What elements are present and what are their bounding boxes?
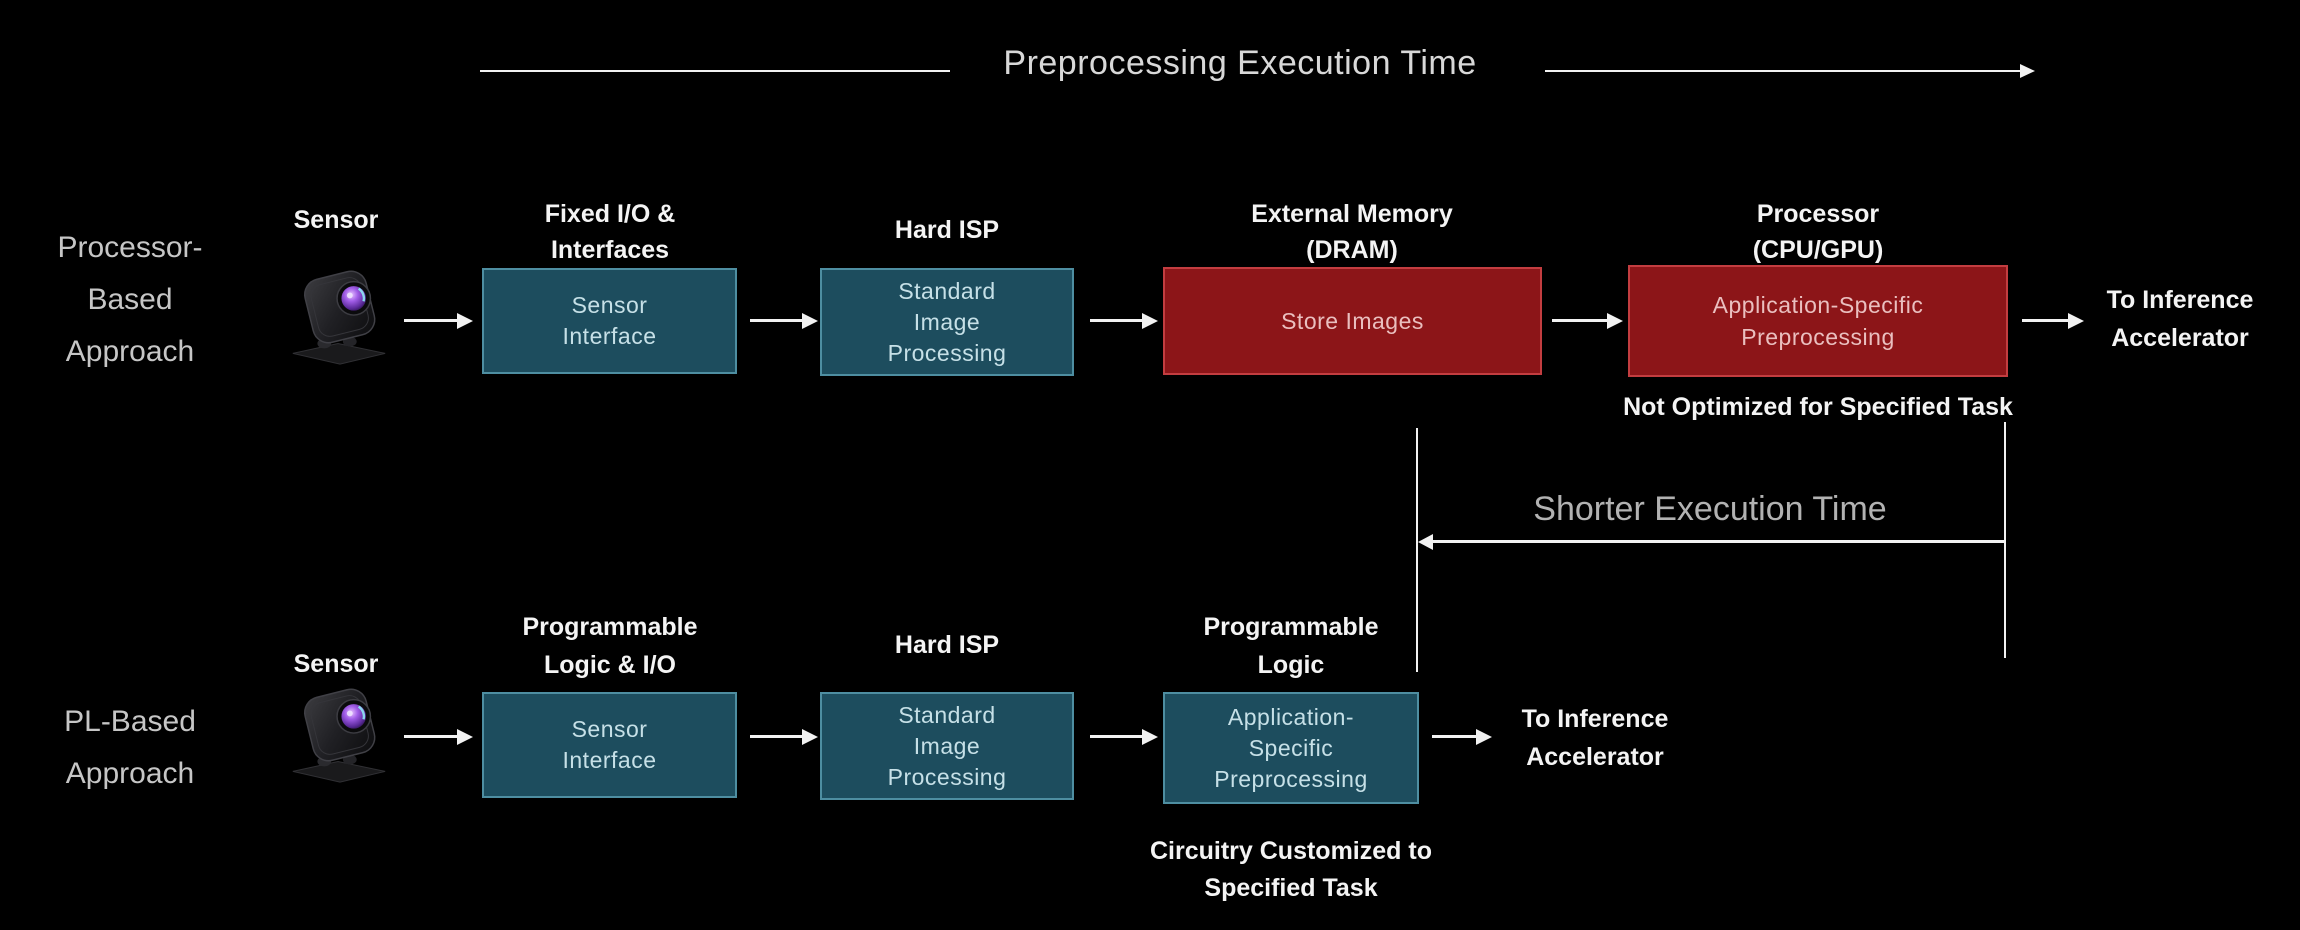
row1-stage1-header: Fixed I/O & Interfaces xyxy=(544,200,676,264)
row2-sensor-label: Sensor xyxy=(293,650,379,678)
row1-store-images-box: Store Images xyxy=(1163,267,1542,375)
flow-arrow xyxy=(750,728,818,745)
row1-stage4-header: Processor (CPU/GPU) xyxy=(1752,200,1884,264)
row1-to-inference-accelerator-label: To Inference Accelerator xyxy=(2106,286,2254,352)
row1-stage3-header: External Memory (DRAM) xyxy=(1251,200,1453,264)
flow-arrow xyxy=(750,312,818,329)
flow-arrow xyxy=(1090,312,1158,329)
row1-approach-label: Processor- Based Approach xyxy=(57,231,203,368)
title-arrow-left-segment xyxy=(480,70,950,72)
flow-arrow xyxy=(404,728,473,745)
row2-stage3-header: Programmable Logic xyxy=(1203,613,1379,679)
row2-to-inference-accelerator-label: To Inference Accelerator xyxy=(1521,705,1669,771)
row1-stage2-header: Hard ISP xyxy=(894,216,1000,244)
row2-stage2-header: Hard ISP xyxy=(894,631,1000,659)
row2-approach-label: PL-Based Approach xyxy=(64,705,196,790)
row1-sensor-label: Sensor xyxy=(293,206,379,234)
title-label: Preprocessing Execution Time xyxy=(1003,44,1477,82)
title-arrow-right-segment xyxy=(1545,64,2035,78)
camera-icon xyxy=(291,686,387,784)
row1-standard-image-processing-box: Standard Image Processing xyxy=(820,268,1074,376)
camera-icon xyxy=(291,268,387,366)
row1-sensor-interface-box: Sensor Interface xyxy=(482,268,737,374)
flow-arrow xyxy=(404,312,473,329)
row2-standard-image-processing-box: Standard Image Processing xyxy=(820,692,1074,800)
shorter-execution-time-arrow xyxy=(1418,534,2004,548)
bracket-right-line xyxy=(2004,422,2006,658)
row1-footnote: Not Optimized for Specified Task xyxy=(1623,393,2013,421)
row2-sensor-interface-box: Sensor Interface xyxy=(482,692,737,798)
row2-footnote: Circuitry Customized to Specified Task xyxy=(1150,837,1432,902)
bracket-left-line xyxy=(1416,428,1418,672)
flow-arrow xyxy=(1552,312,1623,329)
flow-arrow xyxy=(2022,312,2084,329)
flow-arrow xyxy=(1090,728,1158,745)
flow-arrow xyxy=(1432,728,1492,745)
shorter-execution-time-label: Shorter Execution Time xyxy=(1533,490,1887,528)
row2-stage1-header: Programmable Logic & I/O xyxy=(522,613,698,679)
row1-application-specific-preprocessing-box: Application-Specific Preprocessing xyxy=(1628,265,2008,377)
row2-application-specific-preprocessing-box: Application- Specific Preprocessing xyxy=(1163,692,1419,804)
